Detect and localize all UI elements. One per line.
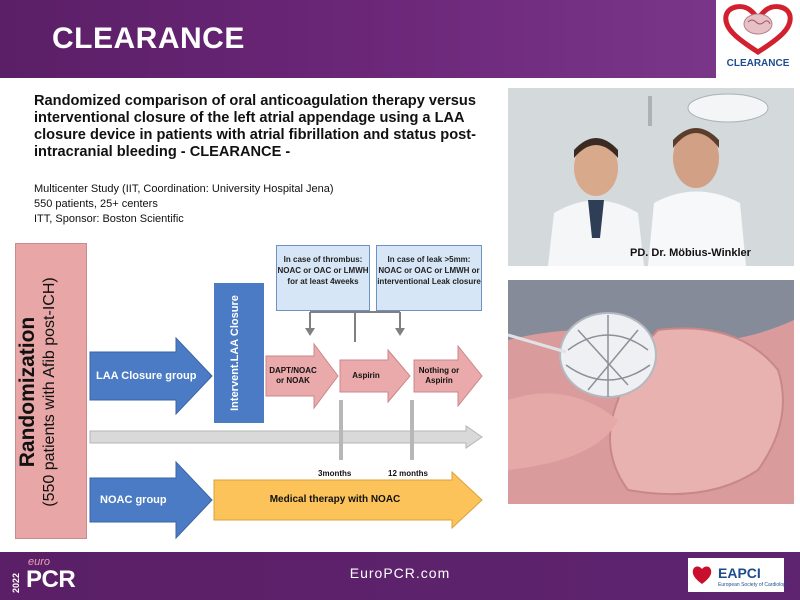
nothing-or-aspirin-label: Nothing or Aspirin [418,366,460,385]
randomization-title: Randomization [16,316,39,468]
clearance-logo: CLEARANCE [716,0,800,78]
timepoint-12-marker [410,400,414,460]
europcr-logo-euro: euro [28,556,51,568]
eapci-wordmark: EAPCI [718,565,761,581]
eapci-heart-icon [692,566,712,584]
dapt-label: DAPT/NOAC or NOAK [269,366,317,385]
doctors-photo [508,88,794,266]
study-title: Randomized comparison of oral anticoagul… [34,93,476,160]
leak-callout: In case of leak >5mm: NOAC or OAC or LMW… [376,245,482,311]
timepoint-12-label: 12 months [388,469,429,478]
eapci-subtitle: European Society of Cardiology [718,582,789,588]
europcr-year-text: 2022 [11,573,21,593]
dapt-arrow [265,342,339,410]
timepoint-3-label: 3months [318,469,352,478]
footer-bar [0,552,800,600]
laa-group-arrow [89,336,213,416]
randomization-box [15,243,87,539]
laa-group-label: LAA Closure group [96,370,197,382]
thrombus-callout: In case of thrombus: NOAC or OAC or LMWH… [276,245,370,311]
study-flow-diagram [89,311,483,540]
intervent-closure-box [214,283,264,423]
study-info-design: Multicenter Study (IIT, Coordination: Un… [34,183,334,195]
aspirin-arrow [339,348,411,404]
intervent-closure-label: Intervent.LAA Closure [229,295,241,411]
europcr-logo-pcr[interactable]: PCR [26,566,76,593]
noac-group-arrow [89,460,213,540]
timeline-arrow [89,425,483,449]
medical-therapy-arrow [213,470,483,530]
study-info-sponsor: ITT, Sponsor: Boston Scientific [34,213,184,225]
timepoint-3-marker [339,400,343,460]
europcr-link[interactable]: EuroPCR.com [349,565,451,581]
logo-wordmark: CLEARANCE [726,58,790,69]
randomization-label: Randomization (550 patients with Afib po… [16,232,58,552]
heart-brain-icon [723,4,793,55]
medical-therapy-label: Medical therapy with NOAC [269,494,401,505]
header-bar [0,0,800,78]
doctor-caption: PD. Dr. Möbius-Winkler [630,247,751,259]
noac-group-label: NOAC group [100,494,167,506]
nothing-or-aspirin-arrow [413,344,483,408]
europcr-year: 2022 [8,560,22,594]
study-info-patients: 550 patients, 25+ centers [34,198,158,210]
slide-title: CLEARANCE [52,22,245,55]
laa-device-illustration [508,280,794,504]
eapci-logo [688,558,784,592]
randomization-subtitle: (550 patients with Afib post-ICH) [41,277,58,507]
aspirin-label: Aspirin [352,371,380,380]
